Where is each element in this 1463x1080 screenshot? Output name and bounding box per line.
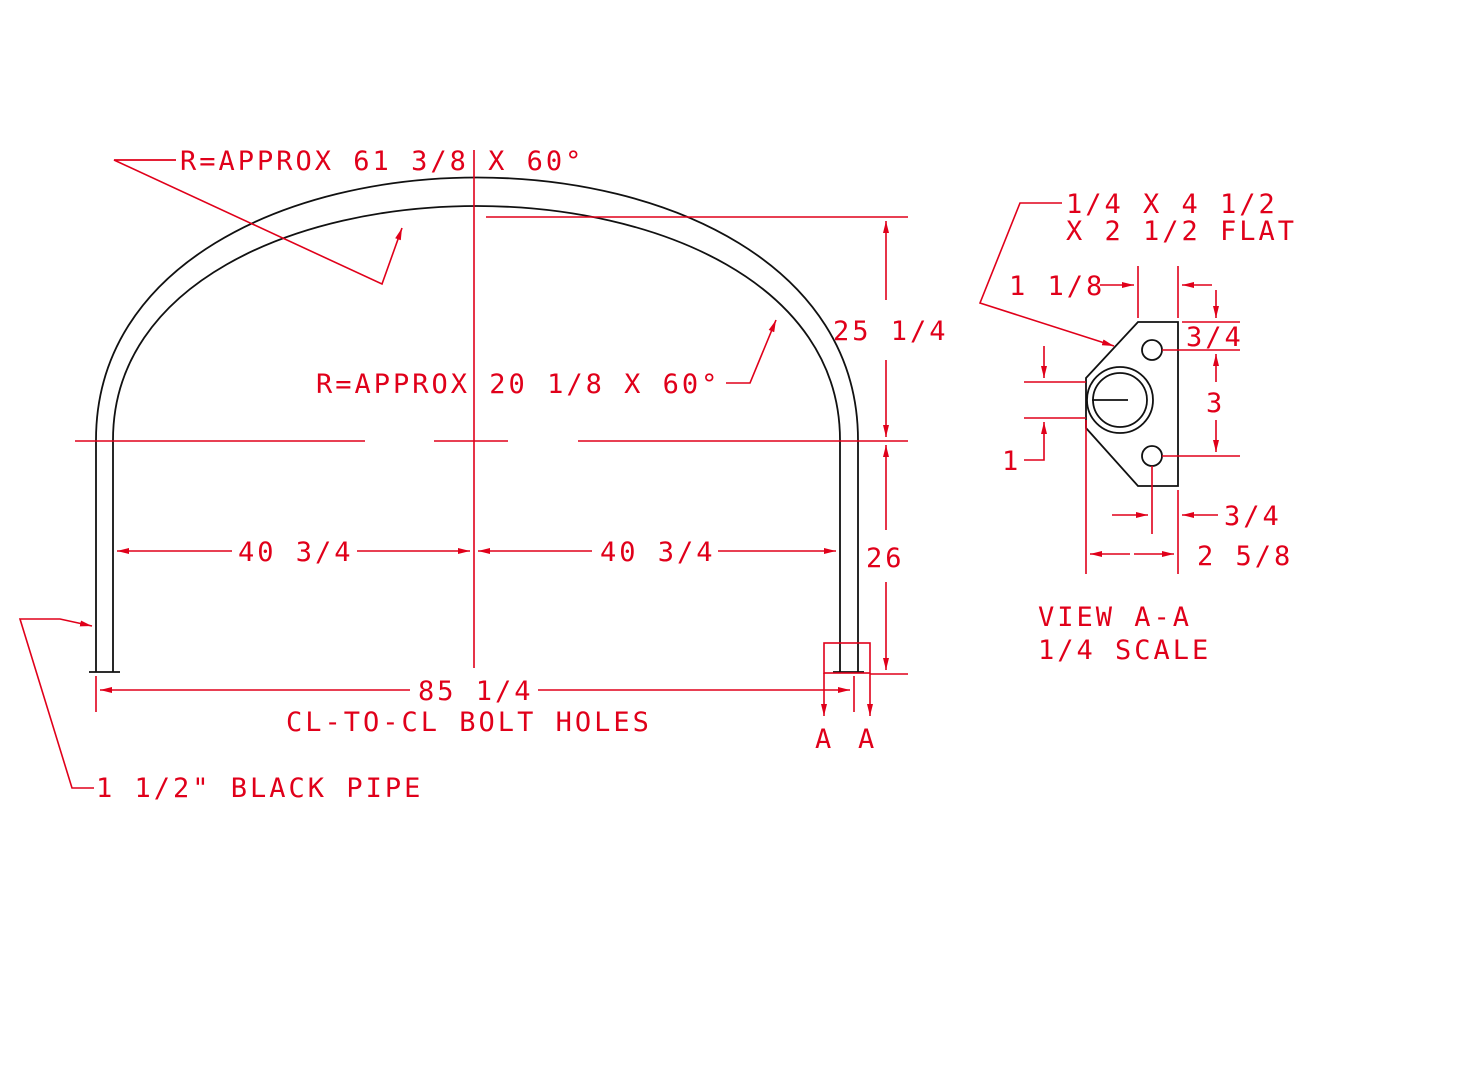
hole-spacing-label: 3 (1206, 388, 1225, 419)
flat-plate-section (1085, 321, 1179, 487)
bolt-hole-bottom (1141, 445, 1163, 467)
inner-radius-label: R=APPROX 20 1/8 X 60° (316, 369, 720, 400)
hole-edge-side-label: 3/4 (1224, 501, 1282, 532)
overall-span-label: 85 1/4 (418, 676, 534, 707)
section-cut-marks (821, 642, 873, 716)
pipe-section-outer (1086, 366, 1154, 434)
section-view-title: VIEW A-A (1038, 602, 1192, 633)
centerlines (75, 150, 908, 668)
flat-callout-line2: X 2 1/2 FLAT (1066, 216, 1297, 247)
height-upper-label: 25 1/4 (833, 316, 949, 347)
inner-radius-leader (726, 319, 777, 384)
hole-edge-top-label: 3/4 (1186, 322, 1244, 353)
pipe-arch (89, 176, 864, 673)
height-lower-label: 26 (866, 543, 905, 574)
pipe-offset-dimension (1024, 346, 1086, 461)
width-label: 2 5/8 (1197, 541, 1293, 572)
section-view-scale: 1/4 SCALE (1038, 635, 1211, 666)
pipe-offset-label: 1 (1002, 446, 1021, 477)
overall-span-dimension (95, 676, 855, 712)
half-span-right-label: 40 3/4 (600, 537, 716, 568)
section-mark-right: A (858, 724, 877, 755)
span-note-label: CL-TO-CL BOLT HOLES (286, 707, 652, 738)
flat-callout-leader (978, 202, 1115, 347)
section-mark-left: A (815, 724, 834, 755)
outer-radius-label: R=APPROX 61 3/8 X 60° (180, 146, 584, 177)
height-lower-dimension (870, 445, 908, 675)
top-offset-label: 1 1/8 (1009, 271, 1105, 302)
half-span-left-label: 40 3/4 (238, 537, 354, 568)
height-upper-dimension (486, 216, 908, 437)
pipe-callout-label: 1 1/2" BLACK PIPE (96, 773, 423, 804)
top-offset-dimension (1100, 266, 1212, 318)
hole-spacing-dimensions (1162, 290, 1240, 457)
bottom-dimensions (1085, 420, 1218, 574)
pipe-callout-leader (18, 618, 94, 789)
flat-callout-line1: 1/4 X 4 1/2 (1066, 189, 1278, 220)
bolt-hole-top (1141, 339, 1163, 361)
outer-radius-leader (113, 159, 403, 286)
